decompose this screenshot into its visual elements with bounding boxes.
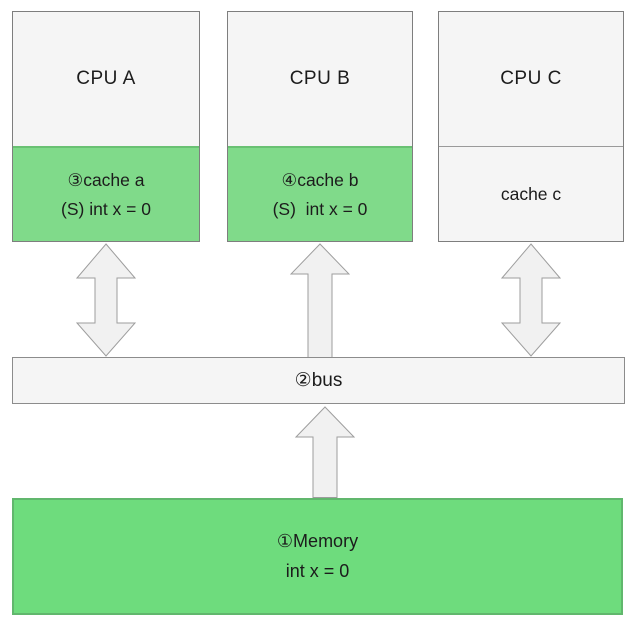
cpu-a-bus-double-arrow-icon — [76, 243, 136, 357]
memory-box: ①Memory int x = 0 — [12, 498, 623, 615]
cache-a-box: ③cache a (S) int x = 0 — [13, 146, 199, 241]
cache-b-title: ④cache b — [281, 169, 359, 190]
cache-c-title: cache c — [500, 183, 562, 204]
cpu-c-box: CPU C cache c — [438, 11, 624, 242]
cache-a-title: ③cache a — [67, 169, 145, 190]
cache-c-box: cache c — [439, 146, 623, 241]
bus-to-cpu-b-up-arrow-icon — [290, 243, 350, 358]
memory-to-bus-up-arrow-icon — [294, 406, 356, 498]
bus-bar: ②bus — [12, 357, 625, 404]
cache-a-state: (S) int x = 0 — [61, 198, 151, 219]
cpu-c-label: CPU C — [500, 68, 562, 89]
cpu-c-bus-double-arrow-icon — [501, 243, 561, 357]
cpu-b-label: CPU B — [289, 68, 351, 89]
memory-value: int x = 0 — [285, 561, 350, 581]
cpu-b-box: CPU B ④cache b (S) int x = 0 — [227, 11, 413, 242]
memory-title: ①Memory — [276, 531, 359, 551]
cache-b-state: (S) int x = 0 — [272, 198, 368, 219]
bus-label: ②bus — [294, 370, 343, 391]
cache-b-box: ④cache b (S) int x = 0 — [228, 146, 412, 241]
cpu-a-box: CPU A ③cache a (S) int x = 0 — [12, 11, 200, 242]
cpu-a-label: CPU A — [76, 68, 136, 89]
